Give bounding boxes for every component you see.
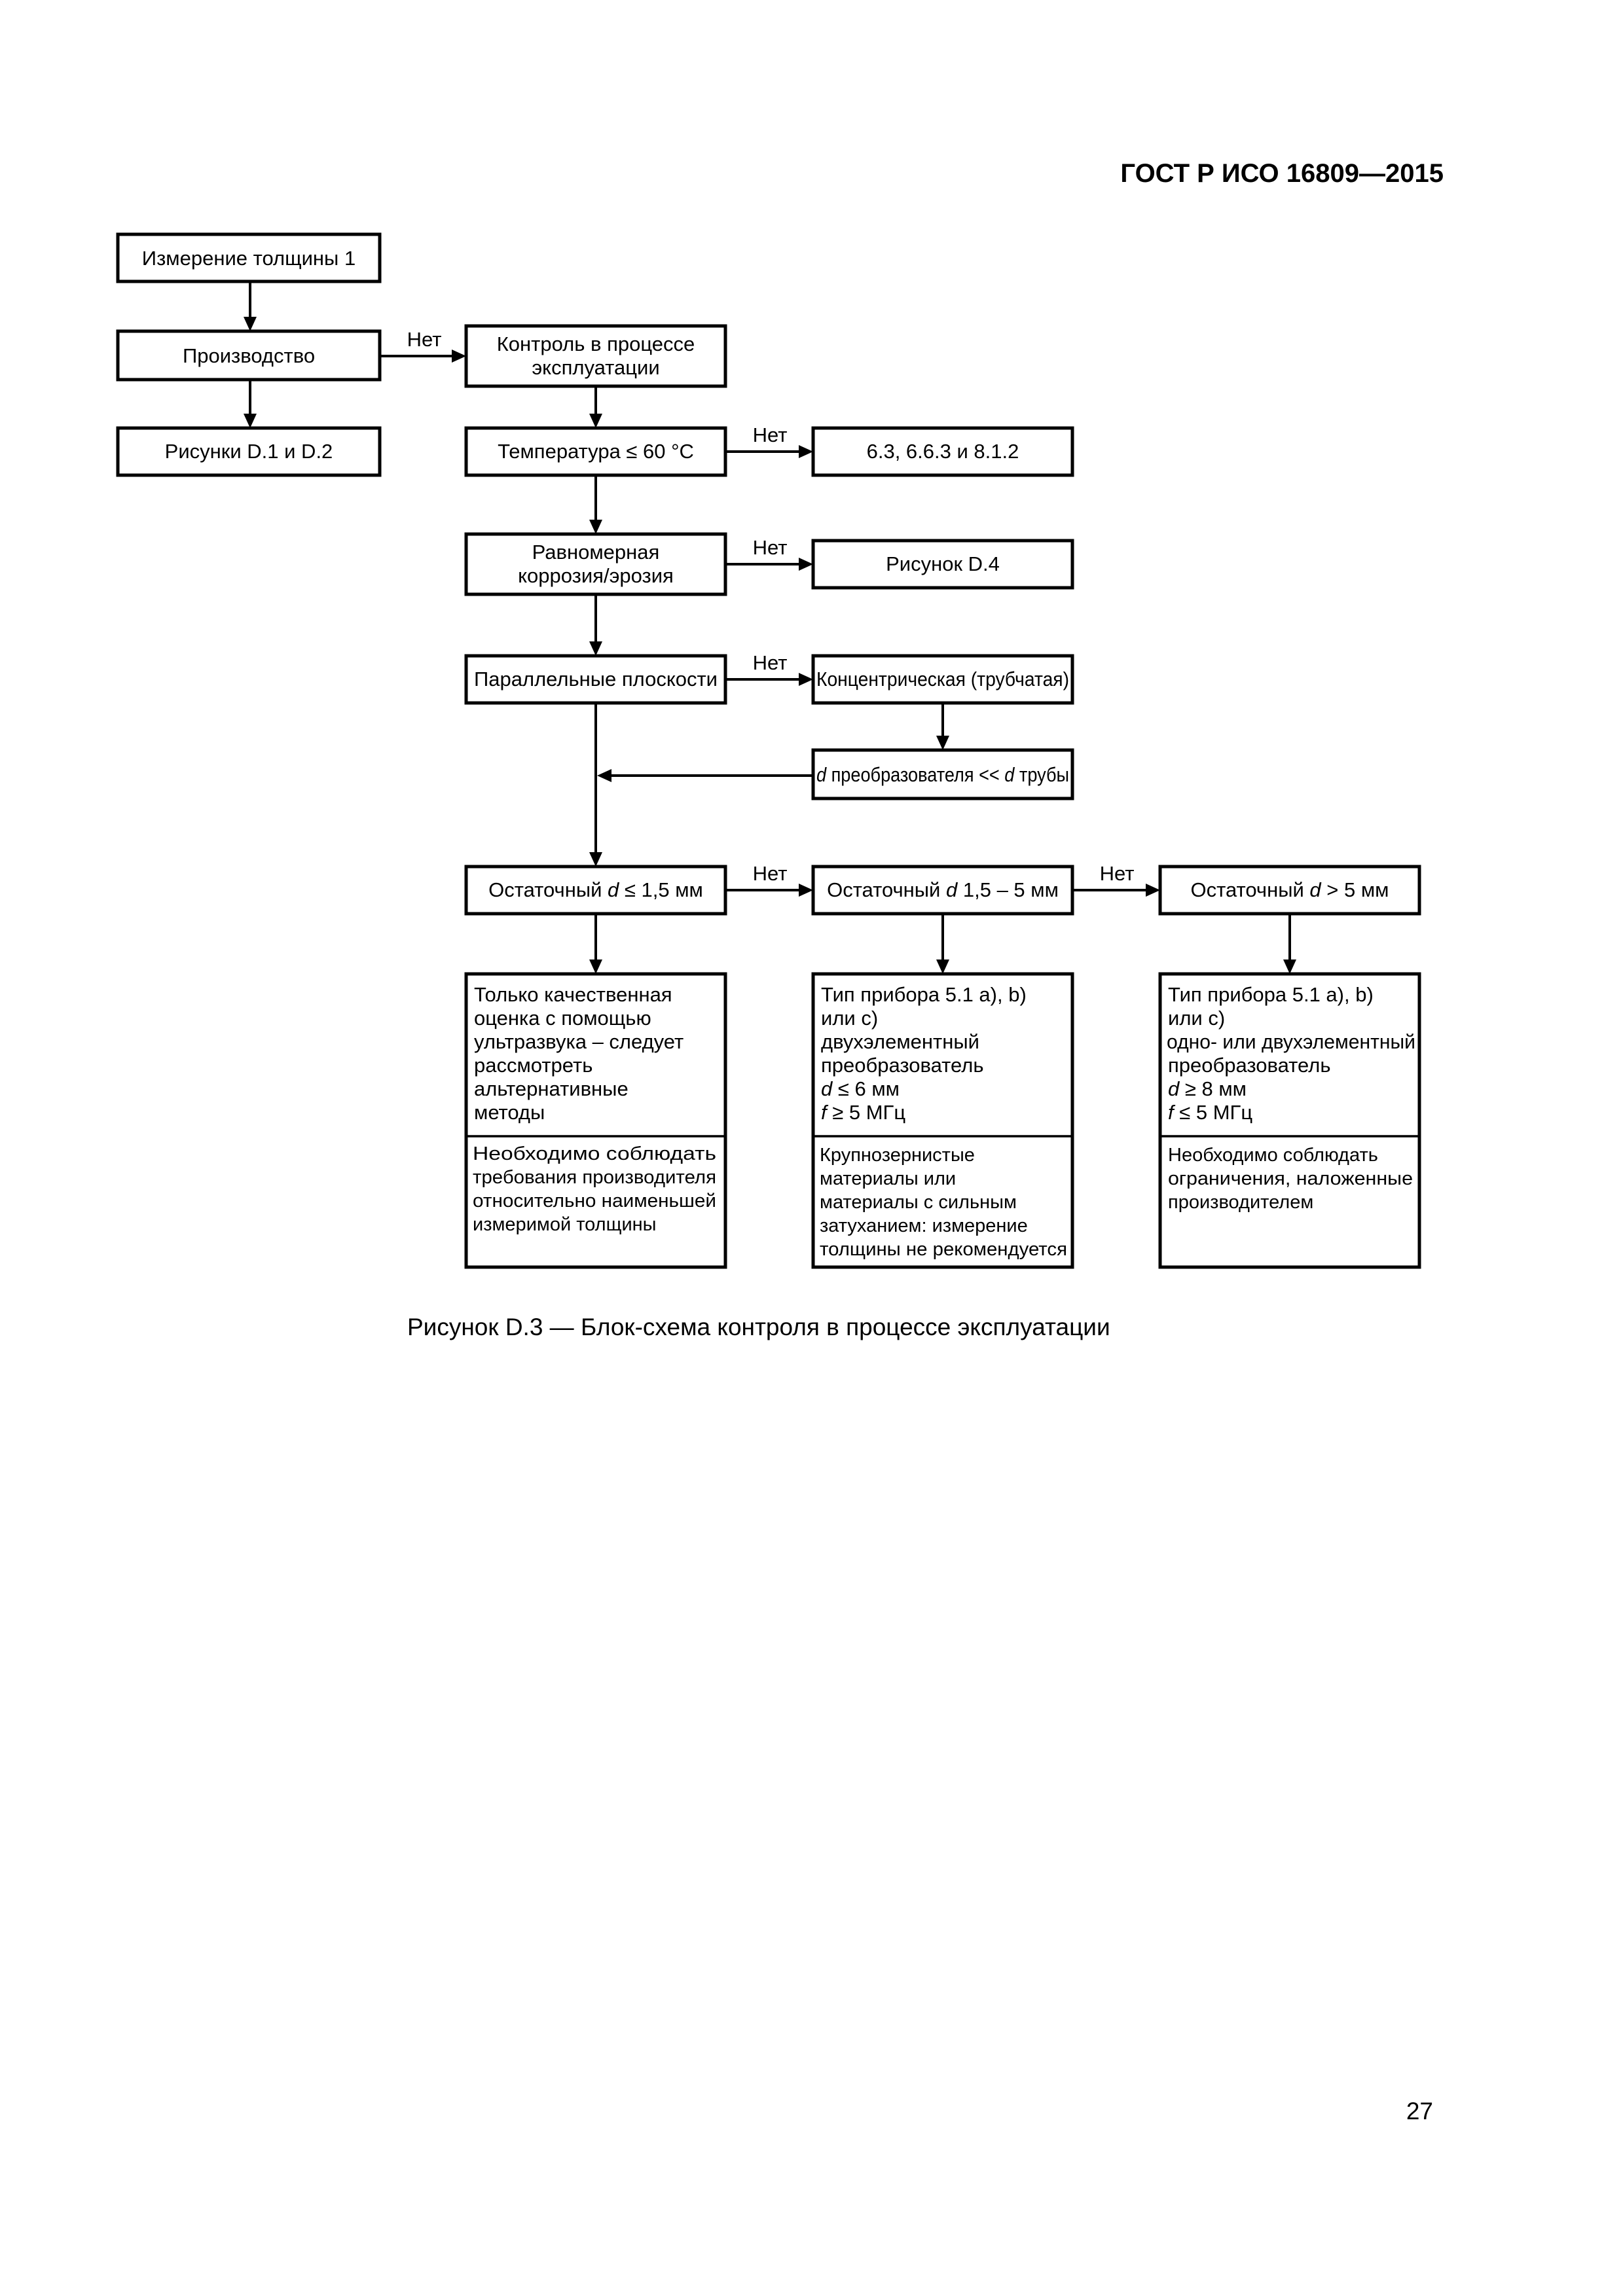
svg-text:преобразователь: преобразователь bbox=[1168, 1054, 1330, 1077]
svg-text:альтернативные: альтернативные bbox=[474, 1077, 629, 1100]
svg-text:Контроль в процессе: Контроль в процессе bbox=[497, 332, 695, 355]
svg-text:Рисунок D.4: Рисунок D.4 bbox=[886, 552, 1000, 575]
svg-text:f ≤ 5 МГц: f ≤ 5 МГц bbox=[1168, 1101, 1252, 1124]
no-label-temperature: Нет bbox=[753, 423, 788, 446]
svg-text:Температура ≤ 60 °C: Температура ≤ 60 °C bbox=[498, 440, 694, 463]
node-parallel-planes: Параллельные плоскости bbox=[464, 654, 727, 705]
svg-text:f ≥ 5 МГц: f ≥ 5 МГц bbox=[821, 1101, 905, 1124]
edge-residual-small-to-col1 bbox=[589, 914, 602, 974]
node-col2-dual-element: Тип прибора 5.1 a), b) или c) двухэлемен… bbox=[811, 972, 1074, 1269]
edge-service-control-to-temperature bbox=[589, 386, 602, 428]
svg-text:измеримой толщины: измеримой толщины bbox=[473, 1214, 657, 1235]
svg-text:материалы с сильным: материалы с сильным bbox=[820, 1192, 1017, 1213]
node-figures-d1-d2: Рисунки D.1 и D.2 bbox=[116, 426, 382, 477]
node-residual-large: Остаточный d > 5 мм bbox=[1158, 865, 1421, 916]
svg-text:Концентрическая (трубчатая): Концентрическая (трубчатая) bbox=[816, 668, 1069, 691]
svg-text:d ≥ 8 мм: d ≥ 8 мм bbox=[1168, 1077, 1247, 1100]
edge-parallel-to-concentric bbox=[725, 673, 813, 686]
edge-uniform-to-parallel bbox=[589, 594, 602, 656]
node-figure-d4: Рисунок D.4 bbox=[811, 539, 1074, 590]
node-residual-small: Остаточный d ≤ 1,5 мм bbox=[464, 865, 727, 916]
svg-text:эксплуатации: эксплуатации bbox=[532, 356, 659, 379]
svg-text:Параллельные плоскости: Параллельные плоскости bbox=[474, 668, 718, 691]
edge-production-to-service-control bbox=[380, 350, 466, 363]
svg-text:Тип прибора 5.1 a), b): Тип прибора 5.1 a), b) bbox=[1168, 983, 1374, 1006]
svg-text:Остаточный d > 5 мм: Остаточный d > 5 мм bbox=[1191, 878, 1389, 901]
svg-text:материалы или: материалы или bbox=[820, 1168, 956, 1189]
edge-residual-mid-to-large bbox=[1072, 884, 1160, 897]
svg-text:оценка с помощью: оценка с помощью bbox=[474, 1007, 651, 1030]
svg-text:производителем: производителем bbox=[1168, 1192, 1313, 1213]
node-production: Производство bbox=[116, 329, 382, 382]
node-uniform-corrosion: Равномерная коррозия/эрозия bbox=[464, 532, 727, 596]
edge-concentric-to-transducer bbox=[936, 703, 949, 750]
edge-residual-large-to-col3 bbox=[1283, 914, 1296, 974]
svg-text:Тип прибора 5.1 a), b): Тип прибора 5.1 a), b) bbox=[821, 983, 1027, 1006]
node-temperature: Температура ≤ 60 °C bbox=[464, 426, 727, 477]
svg-text:преобразователь: преобразователь bbox=[821, 1054, 983, 1077]
svg-text:методы: методы bbox=[474, 1101, 545, 1124]
node-residual-mid: Остаточный d 1,5 – 5 мм bbox=[811, 865, 1074, 916]
no-label-uniform: Нет bbox=[753, 536, 788, 559]
edge-transducer-to-main-line bbox=[597, 769, 813, 782]
svg-text:или c): или c) bbox=[821, 1007, 878, 1030]
svg-text:требования производителя: требования производителя bbox=[473, 1167, 716, 1188]
figure-caption: Рисунок D.3 — Блок-схема контроля в проц… bbox=[407, 1314, 1110, 1340]
svg-text:6.3, 6.6.3 и 8.1.2: 6.3, 6.6.3 и 8.1.2 bbox=[867, 440, 1019, 463]
node-col3-single-or-dual: Тип прибора 5.1 a), b) или c) одно- или … bbox=[1158, 972, 1421, 1269]
svg-text:одно- или двухэлементный: одно- или двухэлементный bbox=[1167, 1030, 1415, 1053]
svg-text:Производство: Производство bbox=[183, 344, 315, 367]
svg-text:затуханием: измерение: затуханием: измерение bbox=[820, 1215, 1028, 1236]
svg-text:коррозия/эрозия: коррозия/эрозия bbox=[518, 564, 674, 587]
svg-text:ограничения, наложенные: ограничения, наложенные bbox=[1168, 1168, 1413, 1189]
svg-text:Измерение толщины 1: Измерение толщины 1 bbox=[142, 247, 356, 270]
svg-text:Крупнозернистые: Крупнозернистые bbox=[820, 1145, 975, 1166]
node-transducer-diameter: d преобразователя << d трубы bbox=[811, 748, 1074, 800]
svg-text:Только качественная: Только качественная bbox=[474, 983, 672, 1006]
edge-measurement-to-production bbox=[244, 281, 257, 331]
svg-text:d ≤ 6 мм: d ≤ 6 мм bbox=[821, 1077, 900, 1100]
svg-text:относительно наименьшей: относительно наименьшей bbox=[473, 1191, 716, 1211]
flowchart-diagram: Нет Нет Нет Нет Нет Нет Измерение толщин… bbox=[116, 232, 1421, 1269]
edge-production-to-figures bbox=[244, 380, 257, 428]
svg-text:Равномерная: Равномерная bbox=[532, 541, 660, 564]
no-label-production: Нет bbox=[407, 328, 442, 351]
svg-text:Остаточный d 1,5 – 5 мм: Остаточный d 1,5 – 5 мм bbox=[827, 878, 1059, 901]
standard-header: ГОСТ Р ИСО 16809—2015 bbox=[1120, 159, 1444, 188]
edge-uniform-to-figure-d4 bbox=[725, 558, 813, 571]
edge-temperature-to-sections bbox=[725, 445, 813, 458]
no-label-parallel: Нет bbox=[753, 651, 788, 674]
svg-text:ультразвука – следует: ультразвука – следует bbox=[474, 1030, 684, 1053]
svg-text:рассмотреть: рассмотреть bbox=[474, 1054, 593, 1077]
svg-text:Необходимо соблюдать: Необходимо соблюдать bbox=[473, 1143, 716, 1164]
node-thickness-measurement: Измерение толщины 1 bbox=[116, 232, 382, 283]
no-label-residual-small: Нет bbox=[753, 862, 788, 885]
svg-text:или c): или c) bbox=[1168, 1007, 1225, 1030]
svg-text:толщины не рекомендуется: толщины не рекомендуется bbox=[820, 1239, 1067, 1260]
no-label-residual-mid: Нет bbox=[1100, 862, 1135, 885]
edge-residual-small-to-mid bbox=[725, 884, 813, 897]
node-col1-qualitative: Только качественная оценка с помощью уль… bbox=[464, 972, 727, 1269]
node-service-control: Контроль в процессе эксплуатации bbox=[464, 324, 727, 388]
edge-temperature-to-uniform bbox=[589, 475, 602, 534]
svg-text:Рисунки D.1 и D.2: Рисунки D.1 и D.2 bbox=[165, 440, 333, 463]
node-concentric-tubular: Концентрическая (трубчатая) bbox=[811, 654, 1074, 705]
svg-text:Необходимо соблюдать: Необходимо соблюдать bbox=[1168, 1145, 1378, 1166]
node-sections-reference: 6.3, 6.6.3 и 8.1.2 bbox=[811, 426, 1074, 477]
svg-text:d преобразователя << d трубы: d преобразователя << d трубы bbox=[816, 763, 1069, 786]
svg-text:двухэлементный: двухэлементный bbox=[821, 1030, 979, 1053]
edge-parallel-to-residual-small bbox=[589, 703, 602, 867]
edge-residual-mid-to-col2 bbox=[936, 914, 949, 974]
page-number: 27 bbox=[1406, 2098, 1433, 2125]
svg-text:Остаточный d ≤ 1,5 мм: Остаточный d ≤ 1,5 мм bbox=[488, 878, 703, 901]
